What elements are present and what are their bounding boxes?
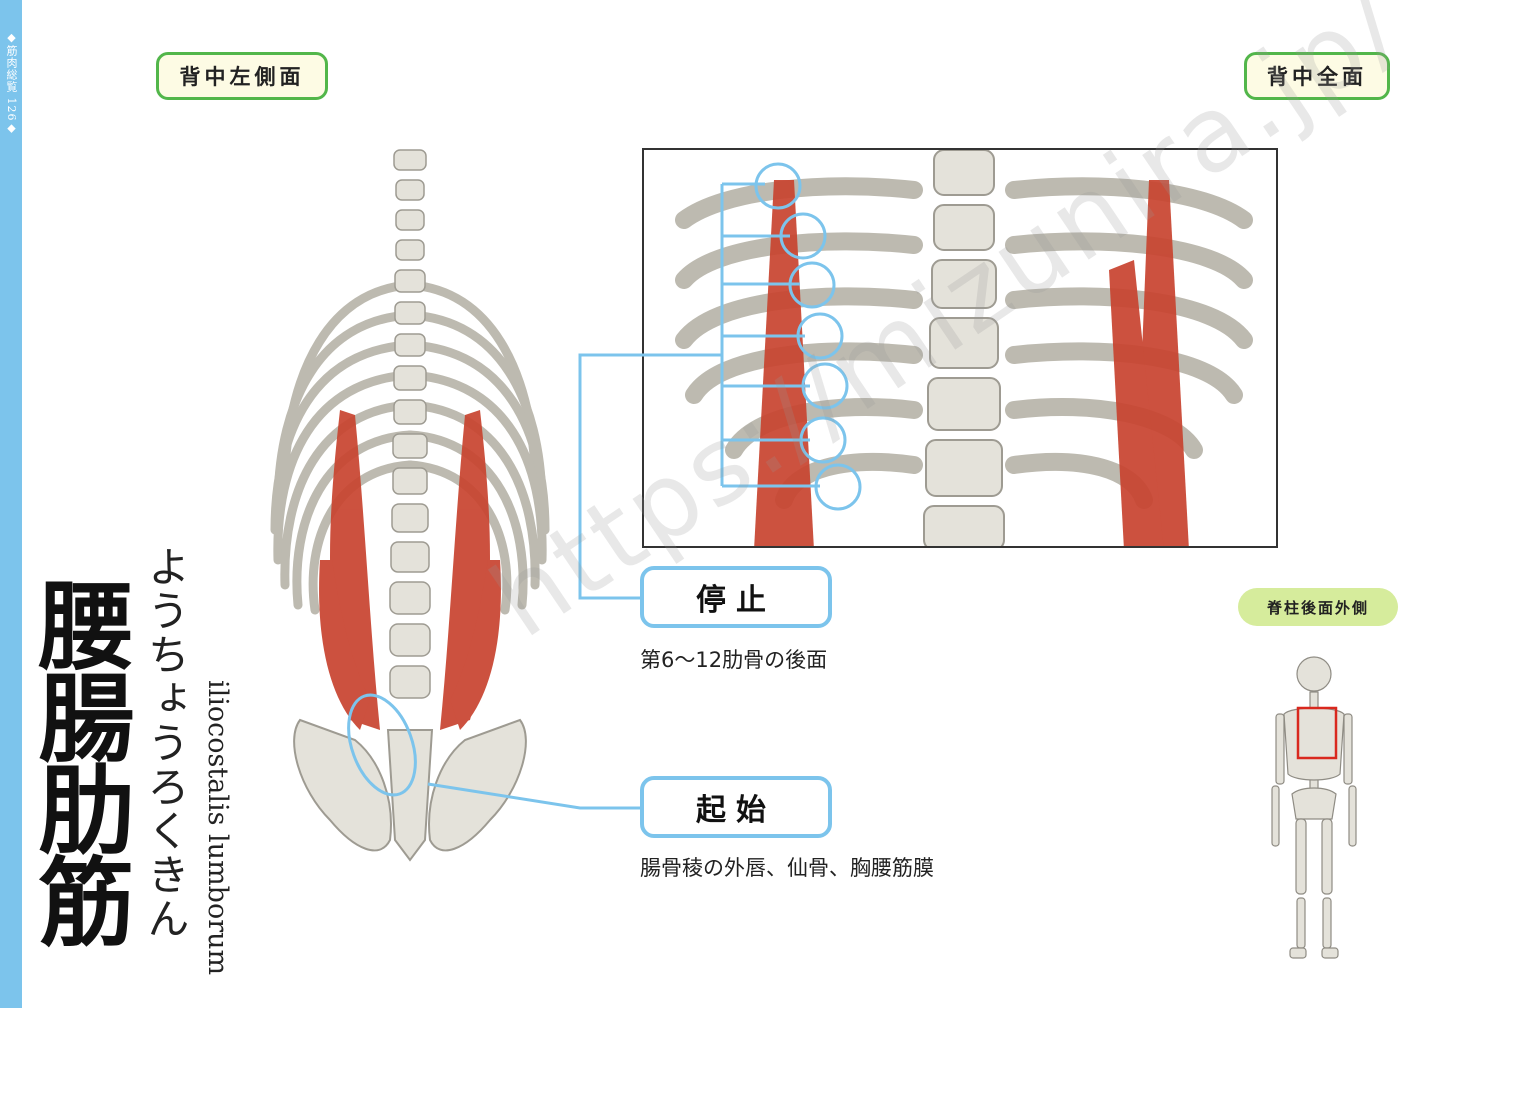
watermark: https://mizunira.jp/ [470, 0, 1424, 662]
insertion-badge: 停止 [640, 566, 832, 628]
side-accent-bar [0, 0, 22, 1008]
full-skeleton-icon [1271, 656, 1357, 959]
insertion-detail-frame [642, 148, 1278, 548]
page-index-tab: ◆筋肉総覧 126◆ [5, 30, 18, 136]
origin-badge: 起始 [640, 776, 832, 838]
right-view-label: 背中全面 [1244, 52, 1390, 100]
muscle-reading: ようちょうろくきん [141, 545, 190, 941]
locator-label: 脊柱後面外側 [1238, 588, 1398, 626]
insertion-description: 第6〜12肋骨の後面 [640, 648, 828, 672]
origin-description: 腸骨稜の外唇、仙骨、胸腰筋膜 [640, 856, 934, 880]
muscle-name-jp: 腰腸肋筋 [22, 576, 134, 944]
left-view-label: 背中左側面 [156, 52, 328, 100]
muscle-name-latin: iliocostalis lumborum [202, 680, 233, 976]
spine-illustration [270, 149, 550, 862]
